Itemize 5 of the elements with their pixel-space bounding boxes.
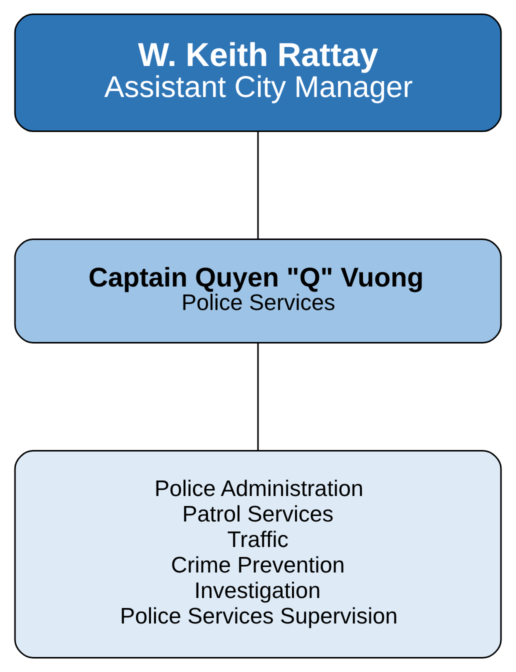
node-box: Police Administration Patrol Services Traffic Crime Prevention Investigation Police Services Supervision xyxy=(14,450,502,658)
node-box: Captain Quyen "Q" Vuong Police Services xyxy=(14,238,502,344)
node-box: W. Keith Rattay Assistant City Manager xyxy=(14,14,502,132)
connector xyxy=(257,343,259,450)
connector xyxy=(257,131,259,239)
